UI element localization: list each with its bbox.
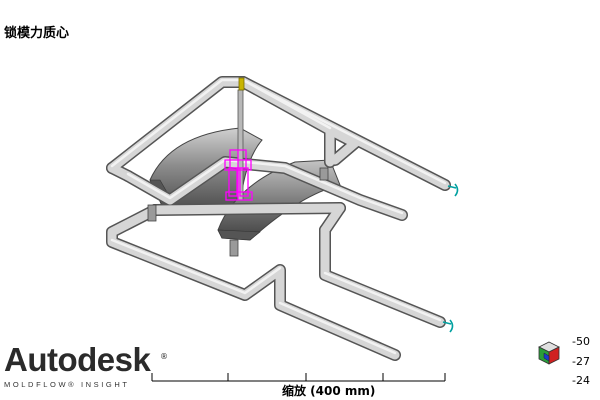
- sprue: [237, 77, 245, 201]
- orientation-x-value: -24: [572, 374, 590, 387]
- coolant-outlet-icon: [442, 319, 454, 333]
- orientation-y-value: -27: [572, 355, 590, 368]
- result-title: 锁模力质心: [4, 26, 70, 41]
- orientation-z-value: -50: [572, 335, 590, 348]
- orientation-triad-icon[interactable]: [538, 341, 560, 365]
- cooling-channels: [106, 76, 451, 361]
- injection-gate-icon: [238, 77, 245, 91]
- coolant-inlet-icon: [447, 183, 459, 197]
- part-supports: [147, 167, 329, 257]
- moldflow-insight-subtitle: MOLDFLOW® INSIGHT: [4, 380, 130, 389]
- logo-registered-mark: ®: [160, 352, 168, 361]
- scale-ruler: [151, 373, 446, 382]
- autodesk-logo: Autodesk: [4, 341, 151, 378]
- scale-label: 缩放 (400 mm): [282, 384, 376, 398]
- clamp-force-centroid-marker: [224, 149, 253, 201]
